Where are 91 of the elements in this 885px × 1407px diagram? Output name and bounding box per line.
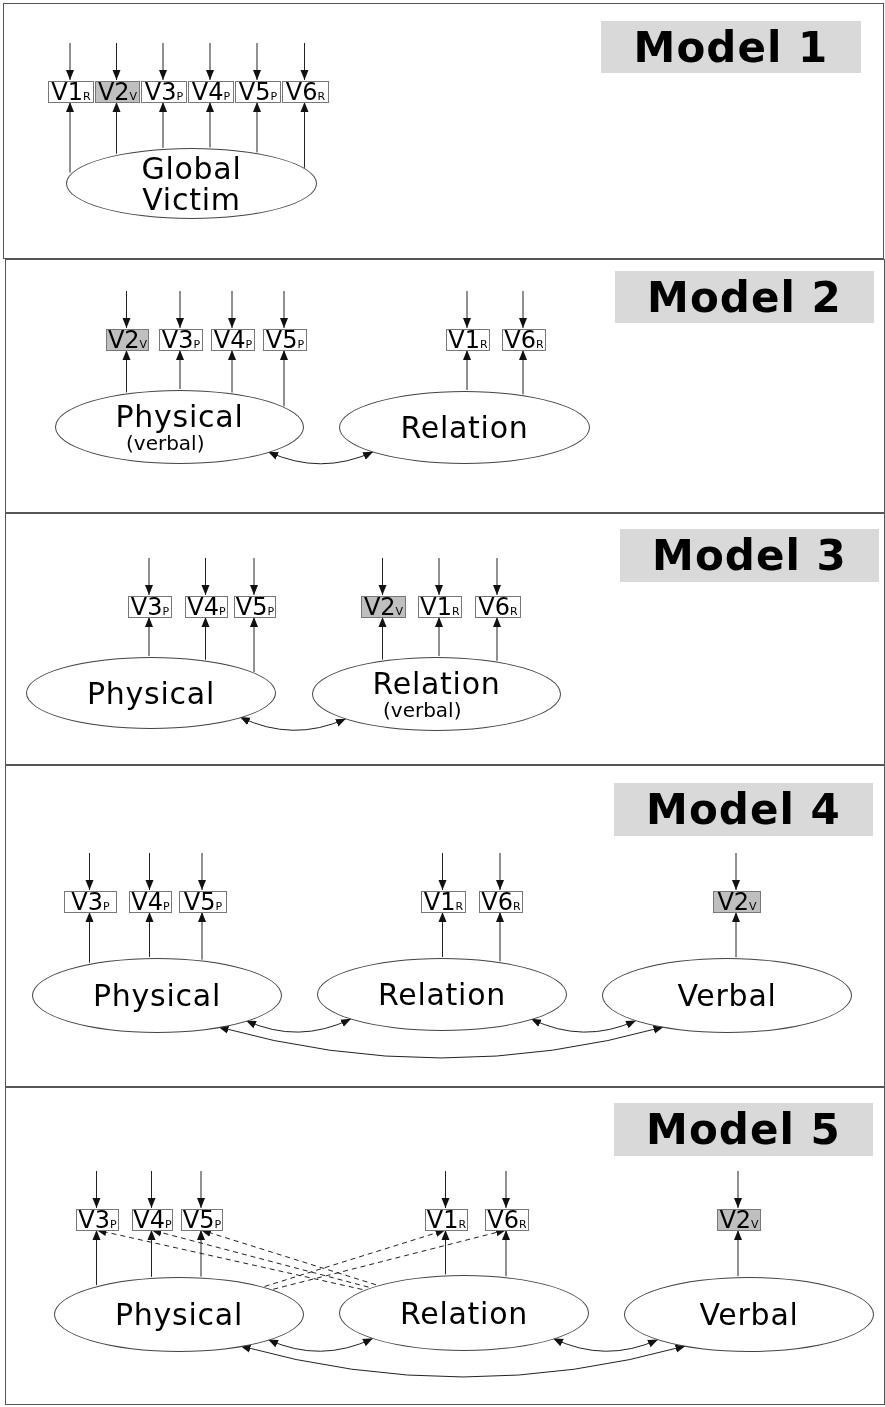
arrow (253, 42, 261, 81)
arrow (206, 42, 214, 81)
arrow (112, 101, 121, 155)
arrow (493, 616, 501, 662)
factor-name: Physical (86, 677, 215, 709)
arrow (85, 911, 94, 964)
factor-name: Relation (400, 412, 529, 443)
arrow (378, 557, 387, 596)
arrow (147, 1229, 156, 1278)
arrow (463, 290, 471, 329)
arrow (147, 1170, 156, 1209)
arrow (250, 616, 258, 673)
arrow (438, 911, 447, 958)
arrow (732, 911, 740, 958)
model-panel (5, 513, 885, 765)
covariance-arrow (239, 716, 347, 731)
arrow (85, 852, 94, 891)
arrow (228, 349, 236, 394)
factor-name: Physical (92, 980, 221, 1011)
arrow (197, 1170, 205, 1209)
factor-name: Verbal (699, 1299, 799, 1330)
arrow (734, 1229, 742, 1277)
arrow (198, 852, 206, 891)
arrow (176, 349, 184, 390)
arrow (159, 42, 167, 81)
arrow (502, 1170, 510, 1209)
model-panel (5, 259, 885, 513)
arrow (734, 1170, 742, 1209)
factor-name: Physical (114, 1299, 243, 1330)
factor-name: Relation (399, 1297, 529, 1329)
dashed-arrow (264, 1229, 446, 1287)
arrow (159, 101, 167, 149)
arrow (122, 290, 131, 329)
arrow (206, 101, 214, 148)
factor-name: Relation (377, 979, 507, 1010)
factor-name: Verbal (677, 980, 777, 1011)
arrow (145, 911, 154, 958)
arrow (92, 1229, 101, 1286)
arrow (228, 290, 236, 329)
arrow (502, 1229, 510, 1277)
arrow (280, 290, 288, 329)
arrow (112, 42, 121, 81)
arrow (201, 557, 210, 596)
arrow (145, 616, 153, 657)
arrow (66, 101, 74, 174)
arrow (463, 349, 471, 391)
arrow (378, 616, 387, 660)
arrow (176, 290, 184, 329)
covariance-arrow (530, 1018, 637, 1033)
arrow (496, 911, 504, 962)
arrow (300, 101, 309, 169)
dashed-arrow (200, 1229, 377, 1286)
arrow (122, 349, 131, 393)
covariance-arrow (267, 1337, 374, 1352)
arrow (300, 42, 309, 81)
arrow (435, 557, 443, 596)
arrow (145, 852, 154, 891)
covariance-arrow (267, 451, 374, 465)
factor-name: Global Victim (140, 152, 243, 215)
arrow (280, 349, 288, 407)
arrow (197, 1229, 205, 1278)
arrow (435, 616, 443, 657)
arrow (519, 349, 527, 395)
arrow (732, 852, 740, 891)
factor-name: Physical (115, 400, 244, 432)
model-heading: Model 3 (620, 529, 879, 582)
arrow (201, 616, 210, 661)
model-panel (5, 765, 885, 1087)
arrow (92, 1170, 101, 1209)
arrow (253, 101, 261, 153)
arrow (441, 1170, 450, 1209)
arrow (519, 290, 527, 329)
model-panel (5, 1087, 885, 1405)
covariance-arrow (552, 1337, 659, 1352)
factor-name: Relation (372, 667, 501, 699)
model-heading: Model 1 (601, 21, 861, 73)
model-heading: Model 5 (614, 1103, 873, 1156)
model-heading: Model 2 (615, 271, 874, 323)
arrow (493, 557, 501, 596)
arrow (438, 852, 447, 891)
model-heading: Model 4 (614, 783, 873, 836)
covariance-arrow (218, 1025, 664, 1059)
arrow (496, 852, 504, 891)
covariance-arrow (240, 1344, 686, 1378)
arrow (66, 42, 74, 81)
covariance-arrow (245, 1018, 352, 1033)
arrow (441, 1229, 450, 1275)
model-panel (3, 3, 884, 259)
factor-note: (verbal) (383, 698, 462, 721)
arrow (145, 557, 153, 596)
arrow (250, 557, 258, 596)
